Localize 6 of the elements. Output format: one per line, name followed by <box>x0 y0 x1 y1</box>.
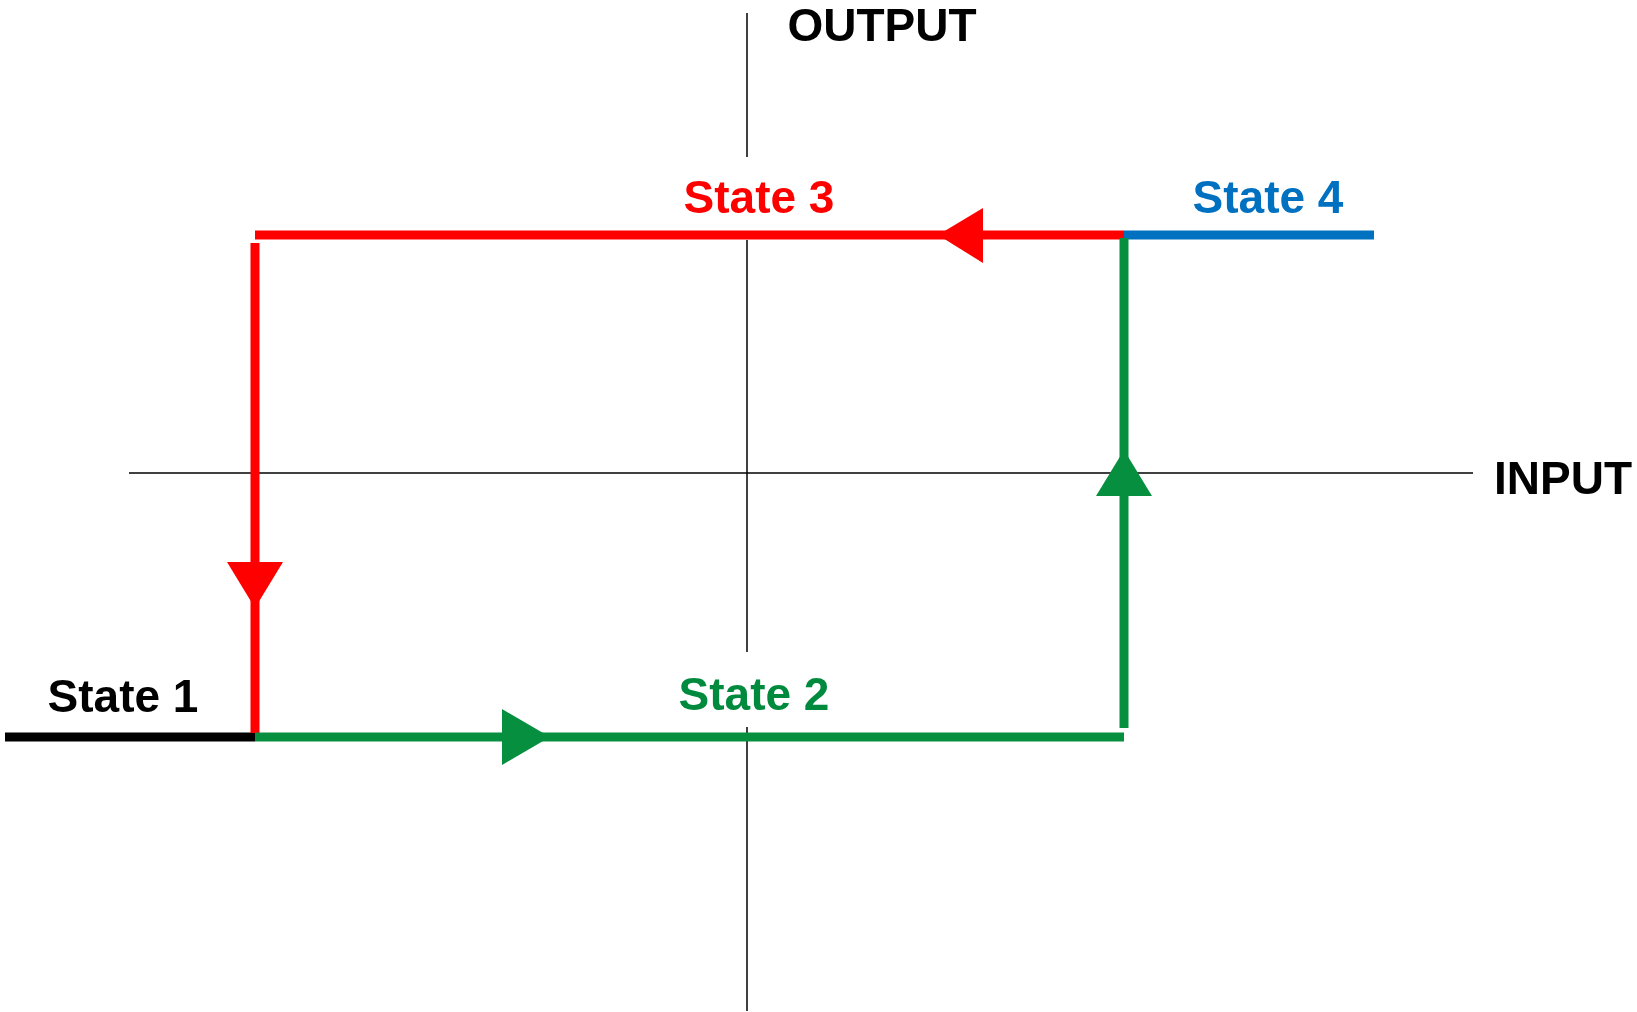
state-label: State 1 <box>47 673 199 719</box>
state-label: State 3 <box>683 174 835 220</box>
state-label: State 2 <box>678 671 830 717</box>
state-label: State 4 <box>1192 174 1344 220</box>
axis-label: OUTPUT <box>787 2 977 48</box>
axis-label: INPUT <box>1494 455 1632 501</box>
